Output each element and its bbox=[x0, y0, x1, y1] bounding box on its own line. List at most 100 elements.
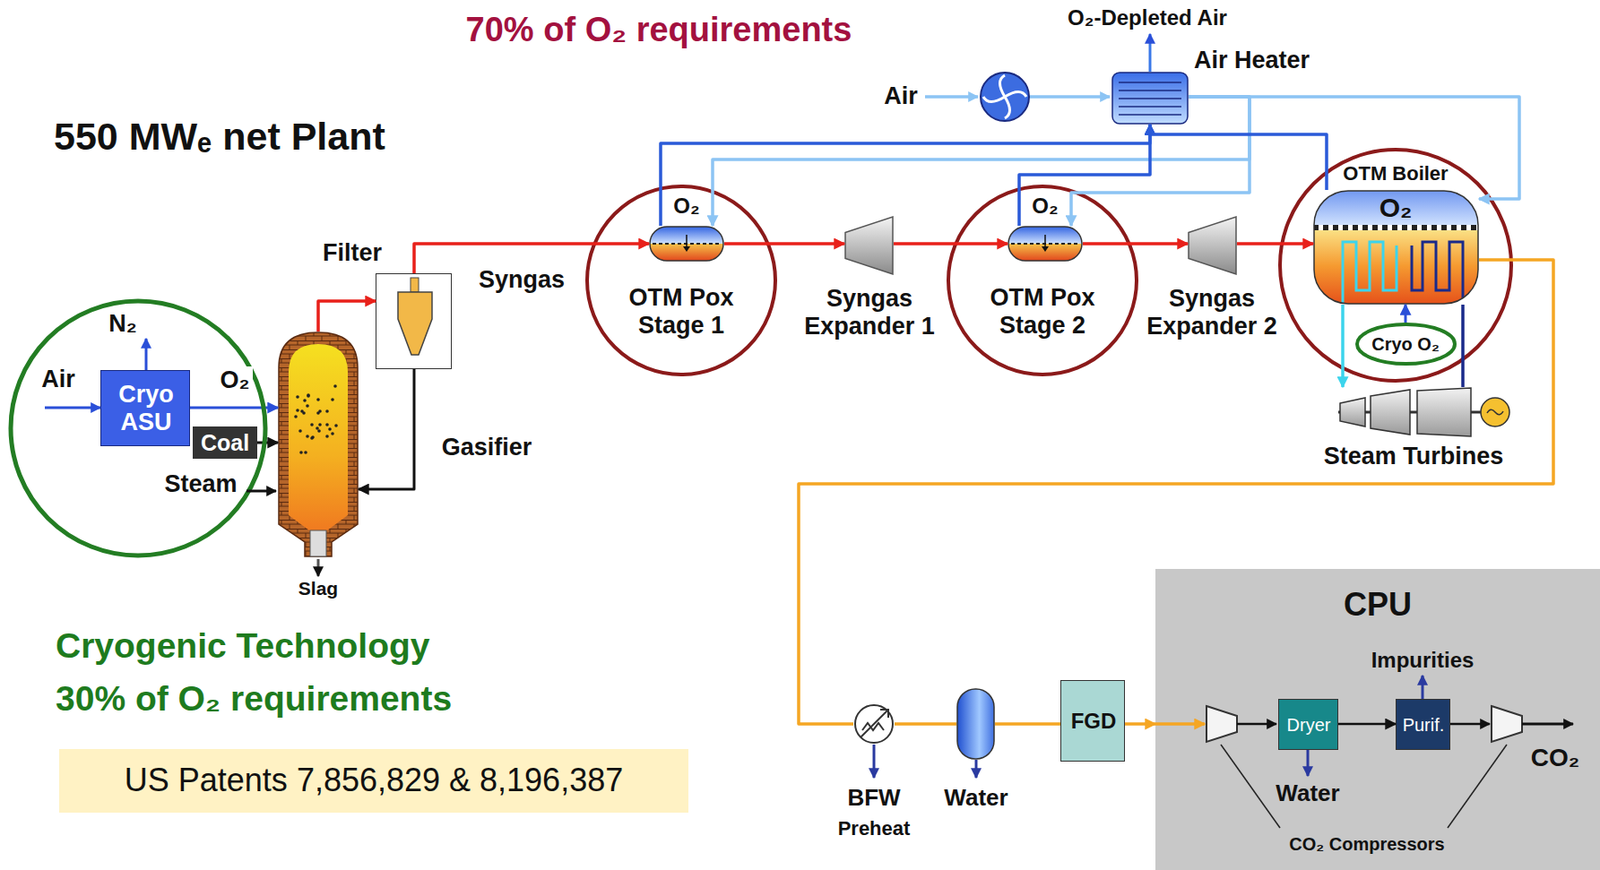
air-heater: Air Heater bbox=[1111, 71, 1189, 125]
impurities-arrow bbox=[1421, 675, 1425, 700]
otm-reactor-shape bbox=[1007, 225, 1083, 262]
flow-connector bbox=[712, 96, 1250, 226]
coal-particle bbox=[328, 427, 332, 432]
expander-body bbox=[845, 216, 893, 275]
coal-particle bbox=[330, 432, 335, 436]
text-holder: O₂ bbox=[668, 193, 705, 219]
coal-particle bbox=[306, 394, 311, 398]
text-holder: Cryo ASU bbox=[105, 380, 187, 437]
text-holder: N₂ bbox=[108, 310, 139, 338]
exchanger-arrow bbox=[860, 710, 888, 738]
text-holder: Preheat bbox=[824, 817, 924, 840]
label-text: CO₂ bbox=[1530, 743, 1580, 773]
text-holder: Impurities bbox=[1370, 648, 1475, 674]
process-box: FGD bbox=[1060, 680, 1125, 762]
text-holder: Air Heater bbox=[1193, 46, 1347, 75]
text-holder: Water bbox=[1275, 780, 1341, 808]
flow-connector bbox=[257, 441, 278, 445]
label-text: Purif. bbox=[1402, 715, 1445, 736]
water-drain-arrow bbox=[975, 760, 978, 779]
text-holder: O₂-Depleted Air bbox=[1067, 5, 1229, 31]
heater-tube bbox=[1118, 97, 1182, 100]
label-text: Water bbox=[943, 785, 1008, 813]
air-heater-shape bbox=[1111, 71, 1189, 125]
bfw-arrow bbox=[873, 744, 876, 779]
coal-particle bbox=[302, 398, 307, 403]
drawing-part bbox=[1314, 190, 1479, 228]
coal-particle bbox=[294, 415, 298, 419]
label-text: O₂ bbox=[673, 193, 700, 219]
steam-turbine: Steam Turbines bbox=[1338, 387, 1514, 438]
flow-connector bbox=[1124, 722, 1156, 727]
leader-line bbox=[1447, 744, 1507, 829]
expander-symbol: Syngas Expander 1 bbox=[844, 216, 894, 276]
title-text: 550 MWₑ net Plant bbox=[53, 114, 386, 159]
label-text: 70% of O₂ requirements bbox=[466, 10, 853, 51]
generator-symbol bbox=[1487, 409, 1504, 416]
label-text: O₂ bbox=[1379, 192, 1413, 225]
stage-ring: OTM Pox Stage 1 O₂ bbox=[584, 183, 779, 378]
heat-exchanger bbox=[855, 705, 893, 744]
edge-label: O₂ bbox=[217, 366, 253, 395]
nitrogen-outlet-arrow bbox=[145, 338, 148, 371]
flow-connector bbox=[318, 301, 376, 332]
coal-particle bbox=[325, 423, 329, 427]
label-text: Filter bbox=[322, 239, 382, 268]
coal-particle bbox=[298, 429, 303, 433]
highlight-ellipse bbox=[1357, 324, 1455, 364]
refractory-wall bbox=[278, 332, 358, 557]
coal-particle bbox=[330, 397, 335, 402]
edge-label: Syngas bbox=[475, 266, 568, 295]
otm-boiler: O₂ bbox=[1313, 190, 1479, 305]
text-holder: OTM Pox Stage 1 bbox=[614, 284, 749, 340]
flow-connector bbox=[1236, 242, 1314, 246]
heater-shell bbox=[1112, 72, 1188, 124]
coal-particle bbox=[311, 435, 315, 440]
text-holder: O₂ bbox=[1368, 192, 1423, 225]
drawing-part bbox=[1314, 224, 1479, 231]
coal-particle bbox=[303, 450, 308, 455]
co2-product-arrow bbox=[1522, 723, 1574, 727]
air-to-fan-line bbox=[925, 95, 978, 99]
flow-connector bbox=[724, 242, 845, 246]
heater-tube bbox=[1118, 89, 1182, 92]
coal-particle bbox=[299, 450, 303, 455]
flow-connector bbox=[1150, 124, 1327, 191]
text-holder: OTM Pox Stage 2 bbox=[975, 284, 1110, 340]
drawing-part bbox=[1314, 227, 1479, 304]
air-fan bbox=[980, 72, 1030, 122]
boiler-ring: OTM BoilerO₂Cryo O₂ bbox=[1277, 147, 1514, 384]
turbine-stage bbox=[1370, 389, 1410, 435]
label-text: Water bbox=[1275, 780, 1340, 808]
expander-body bbox=[1188, 216, 1237, 275]
label-text: Air bbox=[41, 365, 76, 394]
turbine-stage bbox=[1417, 388, 1471, 437]
label-text: OTM Pox Stage 2 bbox=[975, 284, 1110, 340]
expander-symbol-shape bbox=[1187, 216, 1237, 276]
drawing-part bbox=[983, 75, 1027, 119]
label-text: 30% of O₂ requirements bbox=[55, 679, 452, 720]
feed-box: Coal bbox=[192, 426, 258, 459]
text-holder: Gasifier bbox=[428, 433, 545, 462]
label-text: Preheat bbox=[838, 817, 911, 840]
gasifier-vessel-shape bbox=[277, 331, 359, 558]
text-holder: OTM Boiler bbox=[1332, 162, 1459, 185]
label-text: FGD bbox=[1071, 709, 1117, 735]
label-text: Cryo ASU bbox=[105, 380, 187, 437]
text-holder: Syngas bbox=[475, 266, 569, 295]
highlight-ring bbox=[1280, 149, 1512, 381]
coal-particle bbox=[334, 423, 338, 428]
label-text: Syngas Expander 1 bbox=[793, 285, 946, 341]
dryer-water-arrow bbox=[1306, 750, 1310, 777]
note-box: US Patents 7,856,829 & 8,196,387 bbox=[59, 749, 689, 813]
air-inlet-arrow bbox=[44, 406, 101, 410]
expander-symbol: Syngas Expander 2 bbox=[1187, 216, 1237, 276]
otm-reactor: O₂ bbox=[648, 225, 725, 262]
steam-turbine-shape bbox=[1338, 387, 1514, 438]
separator-vessel bbox=[957, 689, 995, 760]
flow-connector bbox=[894, 722, 957, 727]
flow-connector bbox=[1188, 96, 1520, 199]
text-holder: Cryogenic Technology bbox=[55, 626, 432, 667]
flow-connector bbox=[358, 369, 415, 490]
reaction-zone bbox=[288, 344, 348, 531]
